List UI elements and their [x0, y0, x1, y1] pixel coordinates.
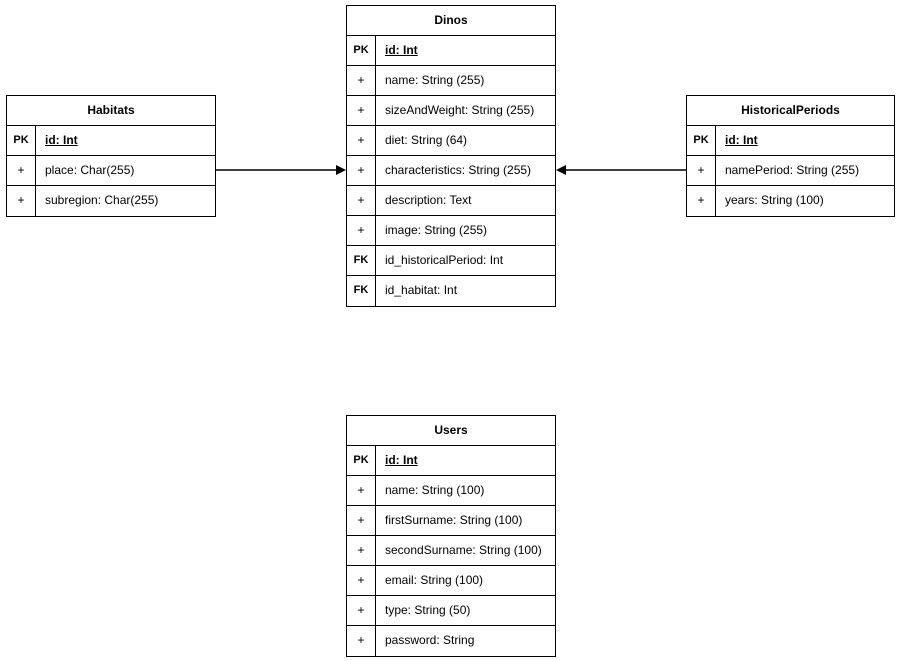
key-marker-plus: + [347, 476, 376, 505]
relationship-line [216, 165, 346, 175]
table-row[interactable]: FK id_historicalPeriod: Int [347, 246, 555, 276]
arrowhead [556, 165, 566, 175]
table-row[interactable]: + place: Char(255) [7, 156, 215, 186]
relationship-habitats-to-dinos[interactable] [216, 162, 346, 179]
table-row[interactable]: + sizeAndWeight: String (255) [347, 96, 555, 126]
key-marker-plus: + [347, 536, 376, 565]
attribute-label: id_historicalPeriod: Int [385, 253, 504, 267]
key-marker-plus: + [687, 156, 716, 185]
table-row[interactable]: PK id: Int [347, 446, 555, 476]
key-marker-plus: + [347, 566, 376, 595]
table-row[interactable]: + secondSurname: String (100) [347, 536, 555, 566]
key-marker-plus: + [7, 156, 36, 185]
attribute-label: id: Int [385, 453, 418, 467]
attribute-label: secondSurname: String (100) [385, 543, 542, 557]
attribute-label: id: Int [45, 133, 78, 147]
table-row[interactable]: PK id: Int [7, 126, 215, 156]
table-row[interactable]: + image: String (255) [347, 216, 555, 246]
table-row[interactable]: + name: String (255) [347, 66, 555, 96]
table-row[interactable]: PK id: Int [687, 126, 894, 156]
attribute-label: type: String (50) [385, 603, 471, 617]
key-marker-fk: FK [347, 276, 376, 306]
table-row[interactable]: + firstSurname: String (100) [347, 506, 555, 536]
table-row[interactable]: FK id_habitat: Int [347, 276, 555, 306]
attribute-label: name: String (255) [385, 73, 485, 87]
key-marker-plus: + [347, 596, 376, 625]
table-row[interactable]: + name: String (100) [347, 476, 555, 506]
entity-title-dinos: Dinos [347, 6, 555, 36]
attribute-label: email: String (100) [385, 573, 484, 587]
attribute-label: password: String [385, 633, 475, 647]
key-marker-pk: PK [347, 36, 376, 65]
key-marker-pk: PK [687, 126, 716, 155]
key-marker-plus: + [347, 156, 376, 185]
key-marker-plus: + [347, 506, 376, 535]
attribute-label: firstSurname: String (100) [385, 513, 523, 527]
key-marker-plus: + [347, 66, 376, 95]
attribute-label: id: Int [725, 133, 758, 147]
attribute-label: description: Text [385, 193, 472, 207]
key-marker-plus: + [687, 186, 716, 216]
attribute-label: id_habitat: Int [385, 283, 458, 297]
attribute-label: subregion: Char(255) [45, 193, 159, 207]
relationship-historicalperiods-to-dinos[interactable] [556, 162, 686, 179]
table-row[interactable]: + years: String (100) [687, 186, 894, 216]
attribute-label: diet: String (64) [385, 133, 468, 147]
table-row[interactable]: + email: String (100) [347, 566, 555, 596]
attribute-label: image: String (255) [385, 223, 488, 237]
table-row[interactable]: + type: String (50) [347, 596, 555, 626]
attribute-label: sizeAndWeight: String (255) [385, 103, 535, 117]
entity-title-historicalperiods: HistoricalPeriods [687, 96, 894, 126]
table-row[interactable]: + characteristics: String (255) [347, 156, 555, 186]
entity-title-habitats: Habitats [7, 96, 215, 126]
key-marker-plus: + [347, 126, 376, 155]
arrowhead [336, 165, 346, 175]
table-row[interactable]: + namePeriod: String (255) [687, 156, 894, 186]
key-marker-plus: + [347, 216, 376, 245]
table-row[interactable]: + description: Text [347, 186, 555, 216]
attribute-label: years: String (100) [725, 193, 824, 207]
key-marker-plus: + [347, 626, 376, 656]
attribute-label: id: Int [385, 43, 418, 57]
table-row[interactable]: PK id: Int [347, 36, 555, 66]
key-marker-fk: FK [347, 246, 376, 275]
attribute-label: place: Char(255) [45, 163, 135, 177]
attribute-label: namePeriod: String (255) [725, 163, 860, 177]
attribute-label: name: String (100) [385, 483, 485, 497]
key-marker-pk: PK [347, 446, 376, 475]
key-marker-plus: + [347, 186, 376, 215]
key-marker-pk: PK [7, 126, 36, 155]
relationship-line [556, 165, 686, 175]
table-row[interactable]: + diet: String (64) [347, 126, 555, 156]
entity-title-users: Users [347, 416, 555, 446]
attribute-label: characteristics: String (255) [385, 163, 532, 177]
key-marker-plus: + [7, 186, 36, 216]
table-row[interactable]: + password: String [347, 626, 555, 656]
key-marker-plus: + [347, 96, 376, 125]
table-row[interactable]: + subregion: Char(255) [7, 186, 215, 216]
